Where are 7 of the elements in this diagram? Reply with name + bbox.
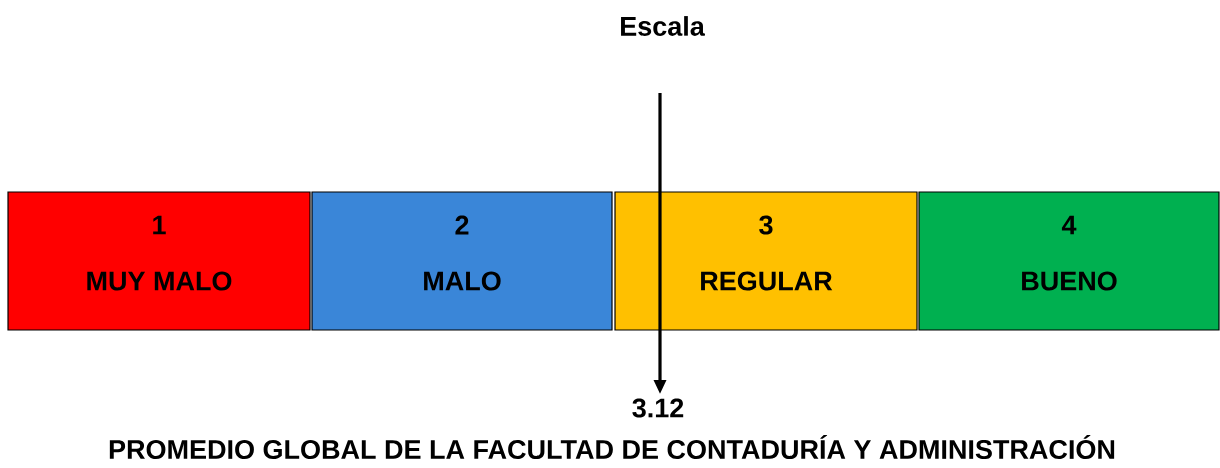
scale-box: 4 BUENO	[918, 191, 1220, 331]
caption: PROMEDIO GLOBAL DE LA FACULTAD DE CONTADURÍA Y ADMINISTRACIÓN	[109, 434, 1115, 460]
value-label: 3.12	[632, 398, 684, 418]
title: Escala	[621, 16, 705, 36]
scale-box: 3 REGULAR	[614, 191, 918, 331]
scale-box: 2 MALO	[311, 191, 613, 331]
scale-box: 1 MUY MALO	[7, 191, 311, 331]
